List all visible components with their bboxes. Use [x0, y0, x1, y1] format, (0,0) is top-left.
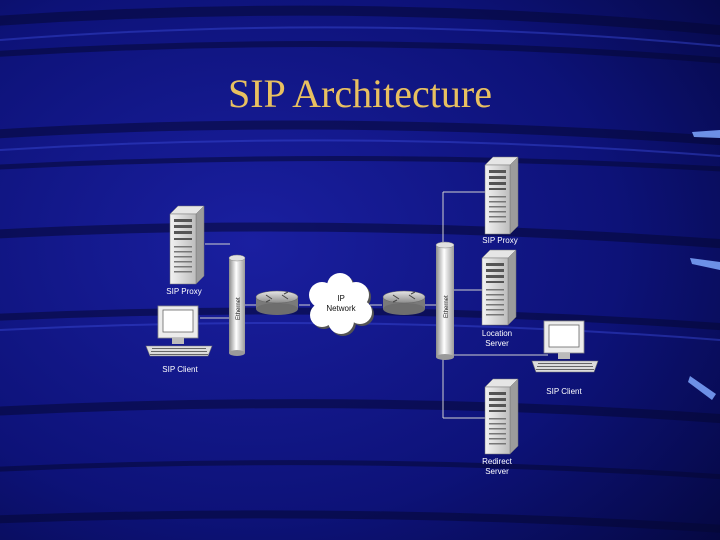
right-sip-proxy-label: SIP Proxy — [482, 236, 517, 245]
left-sip-proxy-label: SIP Proxy — [166, 287, 201, 296]
location-server-label-line1: Location — [482, 329, 512, 338]
router-left-icon — [256, 291, 298, 315]
router-right-icon — [383, 291, 425, 315]
left-sip-client-label: SIP Client — [162, 365, 198, 374]
right-sip-client-label: SIP Client — [546, 387, 582, 396]
ip-network-label-line1: IP — [337, 294, 345, 303]
redirect-server-label-line1: Redirect — [482, 457, 513, 466]
right-ethernet-label: Ethernet — [444, 295, 450, 318]
left-sip-client-computer-icon — [146, 306, 212, 356]
location-server-label-line2: Server — [485, 339, 509, 348]
ip-network-label-line2: Network — [326, 304, 356, 313]
redirect-server-icon — [485, 379, 518, 454]
right-sip-client-computer-icon — [532, 321, 598, 372]
redirect-server-label-line2: Server — [485, 467, 509, 476]
right-sip-proxy-server-icon — [485, 157, 518, 234]
left-ethernet-label: Ethernet — [236, 297, 242, 320]
location-server-icon — [482, 250, 516, 325]
left-sip-proxy-server-icon — [170, 206, 204, 284]
